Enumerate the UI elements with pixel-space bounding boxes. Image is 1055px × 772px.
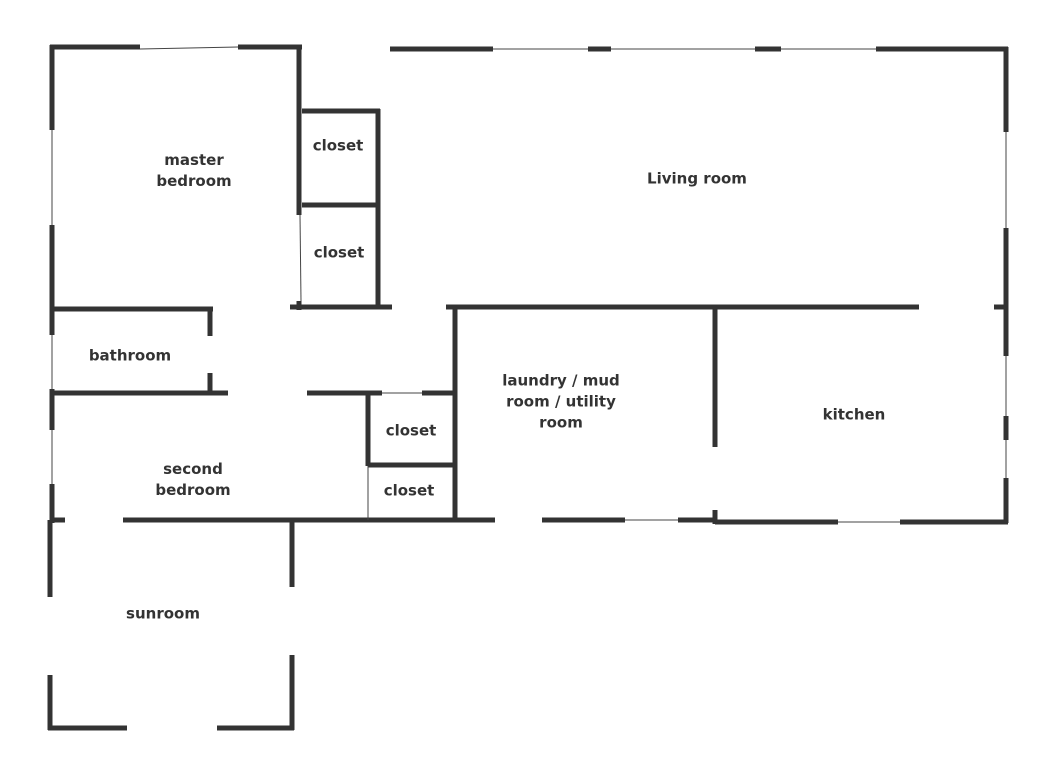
closet-door-line (299, 214, 302, 302)
room-label-second-bedroom: second bedroom (155, 460, 231, 499)
room-label-kitchen: kitchen (822, 405, 886, 424)
room-label-sunroom: sunroom (126, 604, 200, 623)
room-label-laundry: laundry / mud room / utility room (502, 371, 620, 432)
room-label-living-room: Living room (647, 169, 747, 188)
room-label-closet: closet (313, 243, 365, 262)
room-label-closet: closet (385, 421, 437, 440)
room-label-closet: closet (383, 481, 435, 500)
room-label-bathroom: bathroom (88, 346, 172, 365)
room-label-master-bedroom: master bedroom (156, 151, 232, 190)
window-lines (51, 46, 1007, 523)
thick-walls (47, 44, 1009, 731)
window-line (139, 46, 239, 50)
room-label-closet: closet (312, 136, 364, 155)
